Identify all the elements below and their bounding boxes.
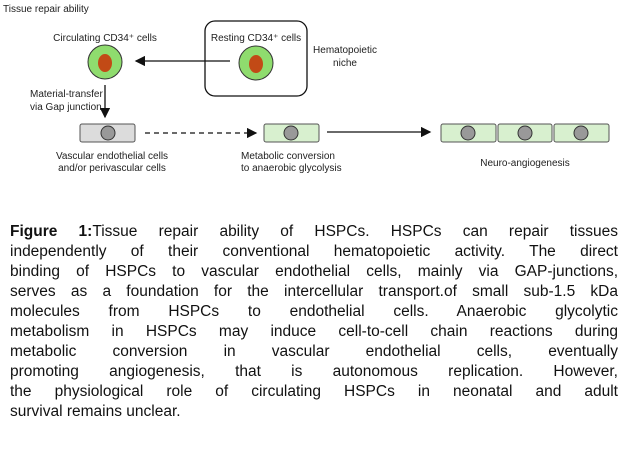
caption-line: metabolism in HSPCs may induce cell-to-c… bbox=[10, 323, 618, 340]
neuro-label: Neuro-angiogenesis bbox=[480, 158, 570, 169]
transfer-label-2: via Gap junction bbox=[30, 102, 102, 113]
metabolic-cell bbox=[263, 123, 320, 143]
figure-caption: Figure 1:Tissue repair ability of HSPCs.… bbox=[10, 222, 618, 422]
caption-line: metabolic conversion in vascular endothe… bbox=[10, 343, 618, 360]
metabolic-label-1: Metabolic conversion bbox=[241, 151, 335, 162]
niche-label-2: niche bbox=[333, 58, 357, 69]
neuro-cell-2 bbox=[497, 123, 553, 143]
transfer-label-1: Material-transfer bbox=[30, 89, 103, 100]
resting-cell bbox=[238, 45, 274, 81]
caption-text: Tissue repair ability of HSPCs. HSPCs ca… bbox=[92, 223, 618, 240]
vascular-label-2: and/or perivascular cells bbox=[58, 163, 166, 174]
neuro-cell-3 bbox=[553, 123, 610, 143]
diagram-title: Tissue repair ability bbox=[3, 4, 89, 15]
circulating-cell bbox=[87, 44, 123, 80]
caption-line: promoting angiogenesis, that is autonomo… bbox=[10, 363, 618, 380]
vascular-cell bbox=[79, 123, 136, 143]
caption-line: serves as a foundation for the intercell… bbox=[10, 283, 618, 300]
caption-line: binding of HSPCs to vascular endothelial… bbox=[10, 263, 618, 280]
neuro-cell-1 bbox=[440, 123, 497, 143]
caption-line: Figure 1:Tissue repair ability of HSPCs.… bbox=[10, 222, 618, 242]
resting-label: Resting CD34⁺ cells bbox=[211, 33, 301, 44]
niche-label-1: Hematopoietic bbox=[313, 45, 377, 56]
figure-label: Figure 1: bbox=[10, 223, 93, 240]
niche-box bbox=[204, 20, 308, 97]
caption-line: molecules from HSPCs to endothelial cell… bbox=[10, 303, 618, 320]
tissue-repair-diagram: Tissue repair ability Circulating CD34⁺ … bbox=[3, 4, 610, 174]
circulating-label: Circulating CD34⁺ cells bbox=[53, 33, 157, 44]
metabolic-label-2: to anaerobic glycolysis bbox=[241, 163, 342, 174]
caption-line: survival remains unclear. bbox=[10, 403, 181, 420]
caption-line: the physiological role of circulating HS… bbox=[10, 383, 618, 400]
caption-line: independently of their conventional hema… bbox=[10, 243, 618, 260]
vascular-label-1: Vascular endothelial cells bbox=[56, 151, 168, 162]
